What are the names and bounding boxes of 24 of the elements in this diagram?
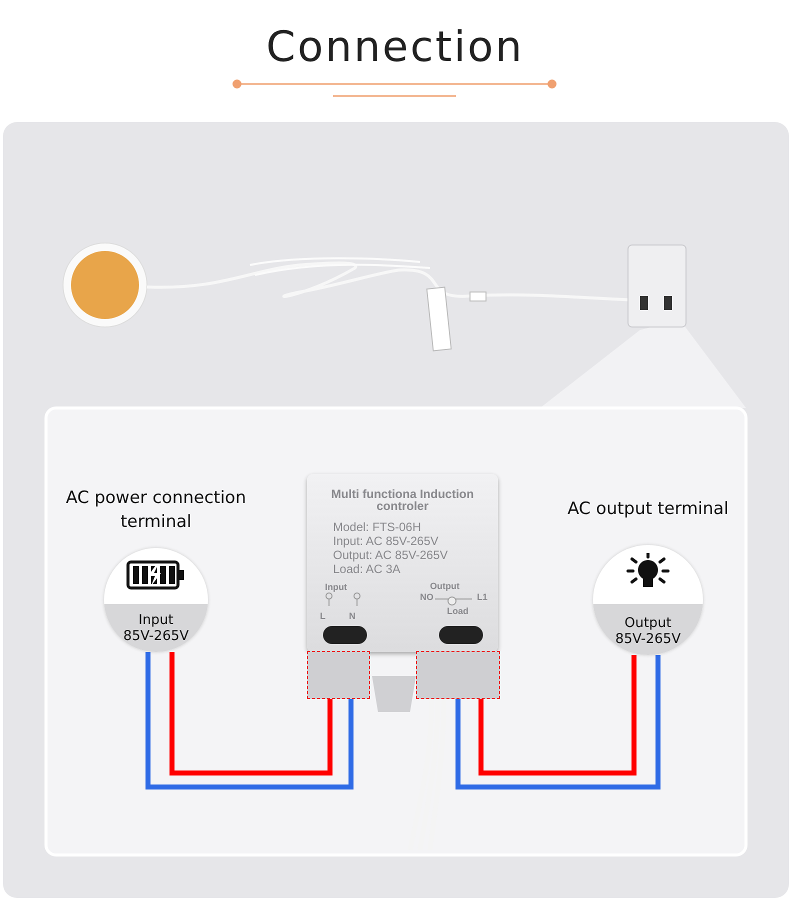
terminal-label: L1 <box>477 592 488 602</box>
controller-box <box>307 474 498 652</box>
device-name: Multi functiona Induction controler <box>330 488 475 512</box>
page-title: Connection <box>265 22 525 71</box>
terminal-heading: AC power connection terminal <box>64 487 248 534</box>
terminal-label: L <box>320 611 326 621</box>
spec-label: Load: AC 3A <box>333 562 400 576</box>
voltage-label: Output 85V-265V <box>614 615 682 647</box>
terminal-label: N <box>349 611 356 621</box>
wire <box>170 652 332 776</box>
terminal-label: Output <box>430 581 460 591</box>
terminal-label: Input <box>325 582 347 592</box>
terminal-label: Load <box>447 606 468 616</box>
wire <box>456 655 660 790</box>
wire <box>146 652 354 790</box>
voltage-label: Input 85V-265V <box>122 612 190 644</box>
terminal-label: NO <box>420 592 434 602</box>
terminal-heading: AC output terminal <box>566 498 730 521</box>
spec-label: Input: AC 85V-265V <box>333 534 438 548</box>
terminal-block <box>416 651 500 699</box>
spec-label: Output: AC 85V-265V <box>333 548 448 562</box>
wire <box>478 655 636 776</box>
terminal-block <box>307 651 370 699</box>
model-label: Model: FTS-06H <box>333 520 422 534</box>
